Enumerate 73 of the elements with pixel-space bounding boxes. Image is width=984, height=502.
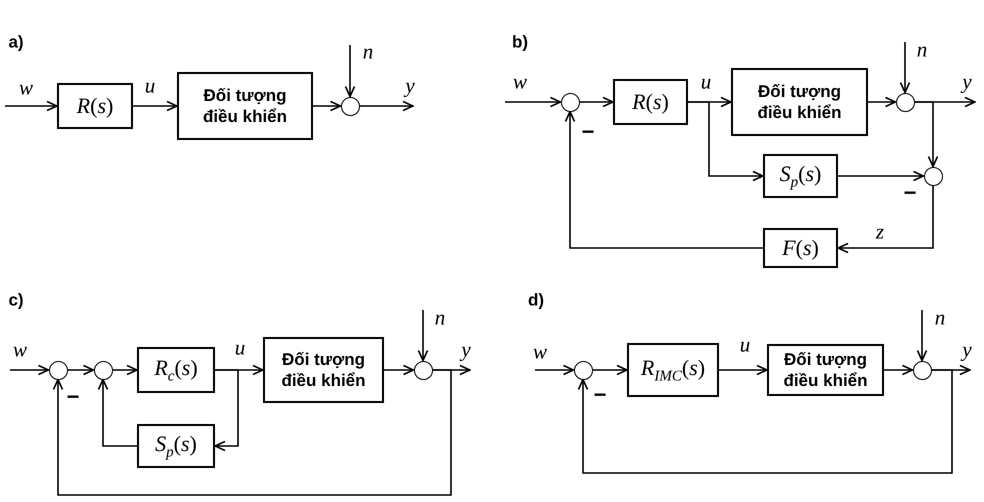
summing-junction [340, 96, 360, 116]
signal-label: z [876, 222, 884, 242]
summing-junction [924, 166, 942, 186]
signal-label: y [962, 72, 972, 92]
signal-arrow [916, 310, 928, 362]
signal-label: w [19, 78, 33, 98]
signal-label: n [916, 40, 928, 60]
signal-arrow [418, 310, 428, 362]
signal-arrow [98, 378, 137, 447]
transfer-function-block: S$_{p}$(s) [137, 424, 215, 468]
signal-label: n [362, 42, 374, 62]
panel-label: b) [512, 34, 528, 50]
signal-label: w [533, 342, 547, 362]
summing-junction [896, 92, 914, 112]
plant-block: Đối tượng điều khiển [177, 72, 313, 140]
transfer-function-block: F(s) [763, 228, 838, 268]
signal-label: y [962, 340, 972, 360]
transfer-function-block: R(s) [613, 79, 688, 125]
transfer-function-block: R$_{IMC}$(s) [627, 343, 719, 397]
signal-arrow [535, 364, 574, 376]
summing-junction [94, 360, 112, 380]
transfer-function-block: R(s) [57, 83, 133, 129]
signal-arrow [5, 100, 58, 112]
signal-arrow [68, 364, 94, 376]
signal-arrow [688, 101, 764, 182]
summing-junction [912, 360, 932, 380]
signal-label: w [13, 340, 27, 360]
plant-block: Đối tượng điều khiển [767, 344, 884, 396]
signal-arrow [344, 45, 356, 98]
signal-arrow [52, 369, 452, 496]
signal-label: y [461, 340, 471, 360]
sign-label: − [66, 384, 80, 410]
signal-label: y [405, 76, 415, 96]
signal-label: u [144, 76, 156, 96]
summing-junction [48, 360, 68, 380]
summing-junction [560, 92, 580, 112]
signal-label: u [740, 334, 750, 356]
signal-arrow [10, 364, 50, 376]
signal-arrow [214, 369, 239, 452]
panel-label: a) [8, 34, 24, 50]
signal-arrow [580, 96, 614, 108]
signal-arrow [884, 364, 914, 376]
panel-label: d) [528, 292, 544, 308]
signal-arrow [837, 186, 934, 254]
signal-arrow [313, 100, 342, 112]
signal-arrow [505, 96, 562, 108]
signal-arrow [384, 364, 414, 376]
signal-arrow [112, 364, 138, 376]
signal-arrow [133, 100, 178, 112]
signal-label: u [700, 72, 712, 92]
signal-arrow [578, 369, 953, 474]
signal-arrow [564, 110, 763, 249]
signal-arrow [868, 96, 896, 108]
summing-junction [414, 360, 432, 380]
transfer-function-block: R$_{c}$(s) [137, 347, 215, 393]
signal-label: n [934, 308, 946, 328]
plant-block: Đối tượng điều khiển [731, 68, 868, 136]
transfer-function-block: S$_{p}$(s) [763, 154, 838, 198]
summing-junction [574, 360, 592, 380]
signal-arrow [360, 100, 414, 112]
sign-label: − [594, 382, 606, 408]
signal-arrow [900, 42, 910, 94]
signal-arrow [838, 170, 924, 182]
signal-label: w [513, 72, 527, 92]
signal-arrow [914, 101, 938, 168]
signal-arrow [592, 364, 628, 376]
signal-label: n [434, 308, 446, 328]
sign-label: − [582, 119, 594, 145]
panel-label: c) [8, 292, 24, 308]
sign-label: − [904, 180, 916, 206]
signal-arrow [719, 364, 768, 376]
signal-label: u [234, 338, 246, 358]
plant-block: Đối tượng điều khiển [263, 337, 384, 403]
